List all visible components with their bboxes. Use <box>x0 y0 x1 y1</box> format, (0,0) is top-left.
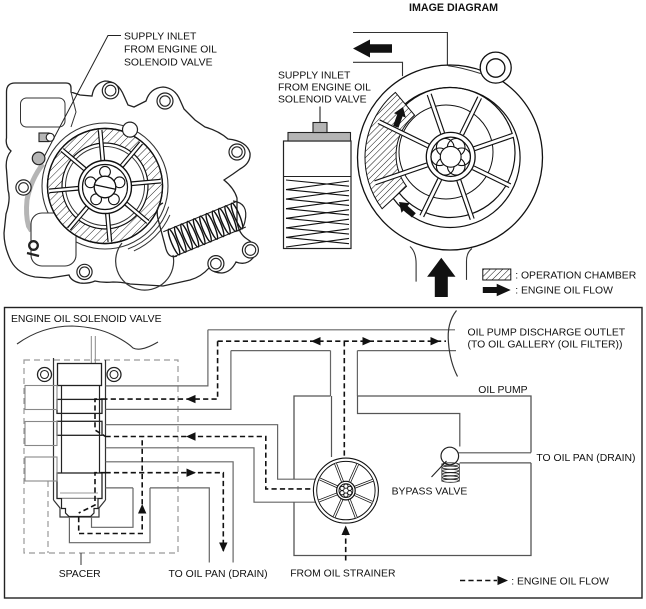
svg-text:FROM OIL STRAINER: FROM OIL STRAINER <box>290 569 396 580</box>
svg-text:ENGINE OIL SOLENOID VALVE: ENGINE OIL SOLENOID VALVE <box>11 314 162 325</box>
svg-text:: ENGINE OIL FLOW: : ENGINE OIL FLOW <box>515 286 613 297</box>
svg-text:OIL PUMP DISCHARGE OUTLET: OIL PUMP DISCHARGE OUTLET <box>468 327 626 338</box>
svg-text:FROM ENGINE OIL: FROM ENGINE OIL <box>278 82 371 93</box>
svg-text:TO OIL PAN (DRAIN): TO OIL PAN (DRAIN) <box>536 453 635 464</box>
svg-text:(TO OIL GALLERY (OIL FILTER)): (TO OIL GALLERY (OIL FILTER)) <box>468 339 623 350</box>
svg-text:IMAGE DIAGRAM: IMAGE DIAGRAM <box>409 2 498 14</box>
svg-text:: ENGINE OIL FLOW: : ENGINE OIL FLOW <box>511 576 609 587</box>
svg-text:TO OIL PAN (DRAIN): TO OIL PAN (DRAIN) <box>169 569 268 580</box>
svg-text:OIL PUMP: OIL PUMP <box>478 385 527 396</box>
svg-text:SOLENOID VALVE: SOLENOID VALVE <box>124 58 213 69</box>
svg-text:SOLENOID VALVE: SOLENOID VALVE <box>278 95 367 106</box>
svg-text:BYPASS VALVE: BYPASS VALVE <box>392 487 468 498</box>
svg-text:SPACER: SPACER <box>59 569 101 580</box>
svg-text:SUPPLY INLET: SUPPLY INLET <box>278 70 351 81</box>
svg-text:FROM ENGINE OIL: FROM ENGINE OIL <box>124 45 217 56</box>
svg-text:SUPPLY INLET: SUPPLY INLET <box>124 32 197 43</box>
svg-text:: OPERATION CHAMBER: : OPERATION CHAMBER <box>515 271 637 282</box>
